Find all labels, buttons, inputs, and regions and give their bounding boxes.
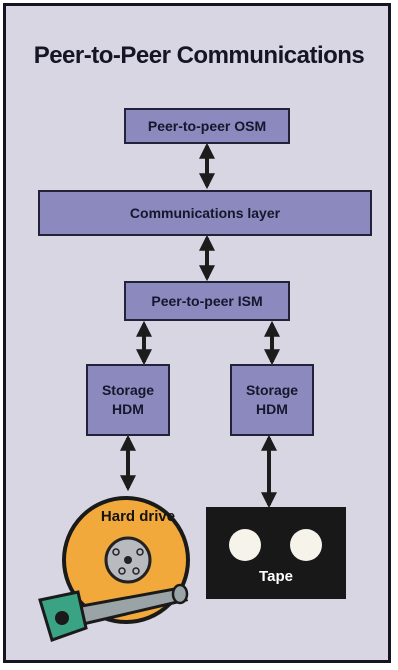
diagram-title: Peer-to-Peer Communications	[33, 42, 365, 69]
node-peer-osm-label: Peer-to-peer OSM	[147, 117, 267, 134]
hard-drive-label: Hard drive	[100, 508, 176, 525]
tape-label: Tape	[259, 568, 293, 585]
node-communications-layer-label: Communications layer	[129, 204, 281, 221]
node-storage-hdm-right-line1: Storage	[245, 382, 299, 398]
node-communications-layer: Communications layer	[38, 190, 372, 236]
node-peer-osm: Peer-to-peer OSM	[124, 108, 290, 144]
node-storage-hdm-left-line2: HDM	[112, 401, 144, 417]
node-peer-ism: Peer-to-peer ISM	[124, 281, 290, 321]
node-storage-hdm-left-line1: Storage	[101, 382, 155, 398]
node-storage-hdm-left: Storage HDM	[86, 364, 170, 436]
node-storage-hdm-right-line2: HDM	[256, 401, 288, 417]
node-peer-ism-label: Peer-to-peer ISM	[151, 292, 263, 309]
node-storage-hdm-right: Storage HDM	[230, 364, 314, 436]
